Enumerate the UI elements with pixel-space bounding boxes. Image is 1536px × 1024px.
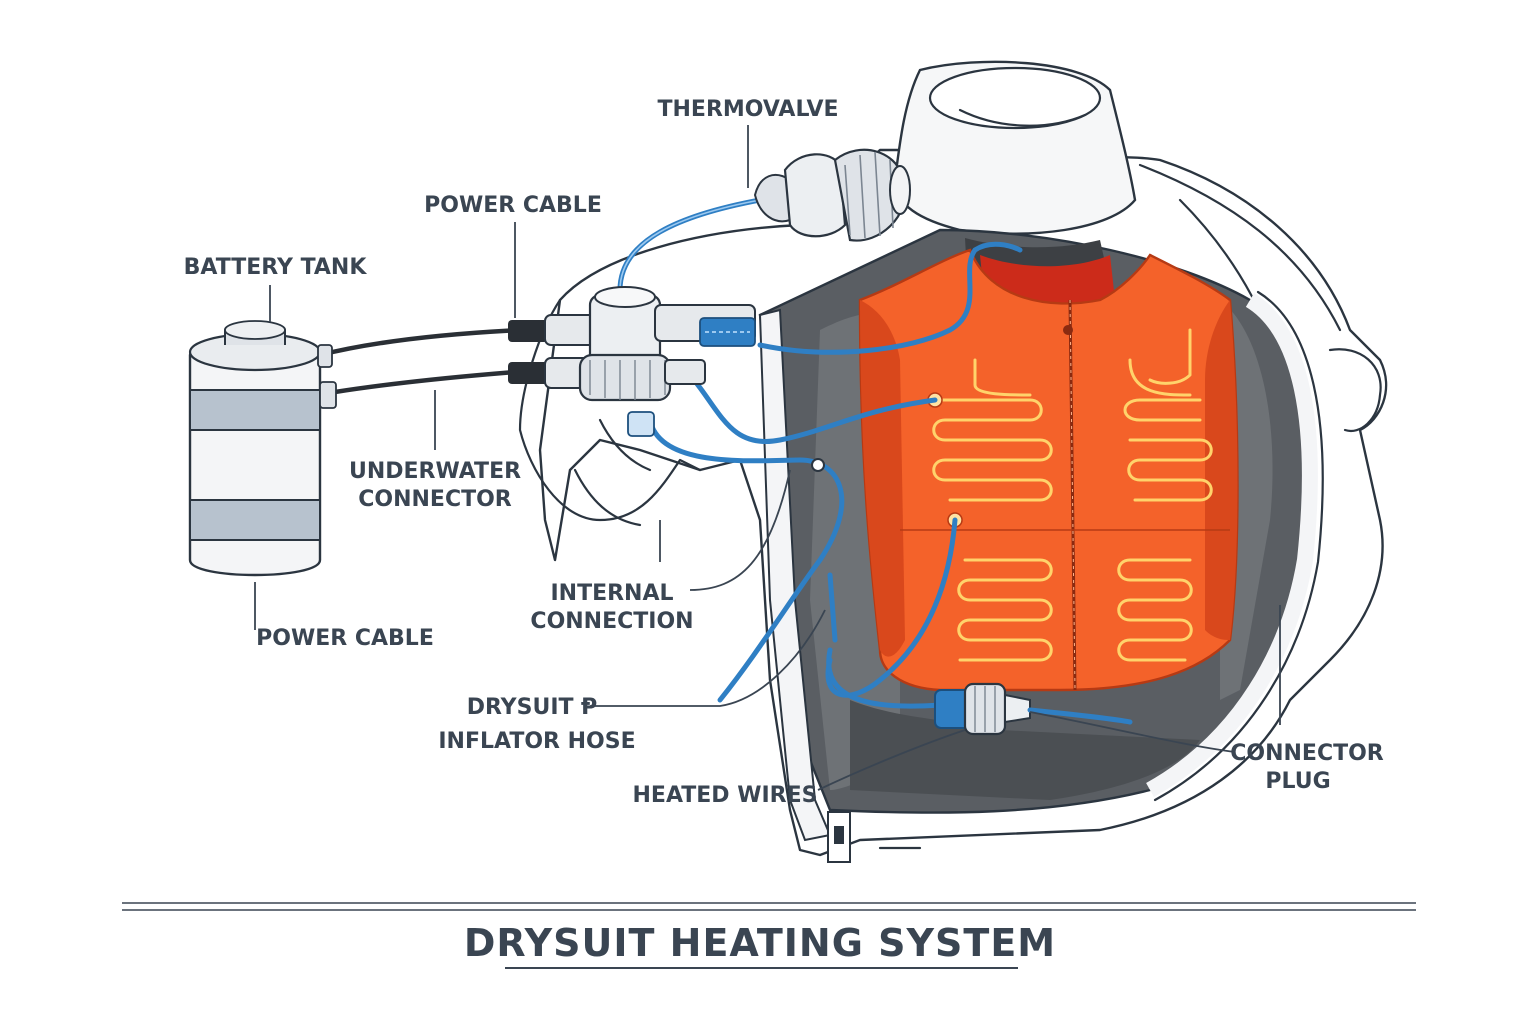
plug-black-2 xyxy=(508,362,548,384)
hub-bottom-plug xyxy=(627,411,655,437)
label-connector-plug-line2: PLUG xyxy=(1265,769,1330,794)
label-thermovalve: THERMOVALVE xyxy=(658,97,839,122)
label-drysuit-inflator-line1: DRYSUIT Ᵽ xyxy=(467,695,598,720)
power-cable-upper xyxy=(317,327,523,358)
thermovalve-body xyxy=(783,153,847,238)
leader-connector-plug xyxy=(1029,711,1236,753)
coil-lower-left xyxy=(957,558,1053,662)
drysuit-left-sleeve xyxy=(518,298,702,522)
label-drysuit-inflator-line2: INFLATOR HOSE xyxy=(438,729,635,754)
label-power-cable-bottom: POWER CABLE xyxy=(256,626,434,651)
shoulder-valve xyxy=(1328,348,1382,433)
label-underwater-connector-line2: CONNECTOR xyxy=(358,487,512,512)
heated-vest xyxy=(858,248,1239,692)
cable-to-inflator xyxy=(647,417,845,703)
vest-zipper-teeth xyxy=(1069,299,1076,691)
coil-lower-right xyxy=(1117,558,1193,662)
cable-to-vest-neck xyxy=(757,241,1023,355)
power-cable-lower xyxy=(332,369,518,395)
thermovalve-grip xyxy=(844,151,894,239)
label-heated-wires: HEATED WIRES xyxy=(633,783,818,808)
coil-top-right-2 xyxy=(1148,328,1192,385)
sleeve-fold-2 xyxy=(598,418,652,472)
hub-ring xyxy=(578,353,672,402)
underwater-connector xyxy=(508,286,756,437)
leader-drysuit-inflator xyxy=(590,609,826,707)
cables xyxy=(317,197,1023,709)
pocket-tab xyxy=(834,826,844,844)
battery-tank xyxy=(188,320,337,577)
cable-to-thermovalve-hi xyxy=(619,199,761,291)
leader-internal-connection xyxy=(689,469,791,591)
label-underwater-connector-line1: UNDERWATER xyxy=(349,459,521,484)
label-battery-tank: BATTERY TANK xyxy=(184,255,368,280)
battery-port-2 xyxy=(319,381,337,409)
cable-to-connector-plug xyxy=(826,647,943,709)
title-block: DRYSUIT HEATING SYSTEM xyxy=(122,902,1416,969)
vest-shade-left xyxy=(860,300,905,657)
connector-plug-tail xyxy=(1004,693,1031,724)
leader-heated-wires xyxy=(817,729,966,791)
label-internal-connection-line2: CONNECTION xyxy=(530,609,693,634)
hub-ring-grip xyxy=(589,360,666,400)
connector-plug xyxy=(934,682,1133,736)
leader-lines xyxy=(254,125,1281,791)
thermovalve xyxy=(753,148,911,242)
zipper-band-right xyxy=(1146,293,1318,797)
sleeve-fold xyxy=(573,468,642,527)
page-title: DRYSUIT HEATING SYSTEM xyxy=(464,921,1056,965)
suit-grommet xyxy=(811,458,825,472)
label-power-cable-top: POWER CABLE xyxy=(424,193,602,218)
connector-plug-grip xyxy=(974,686,996,732)
coil-upper-left xyxy=(932,398,1053,502)
vest-shade-right xyxy=(1205,300,1238,640)
coil-upper-right xyxy=(1123,398,1213,502)
label-internal-connection-line1: INTERNAL xyxy=(550,581,673,606)
connector-plug-wire xyxy=(1027,707,1133,725)
coil-top-left xyxy=(973,358,1032,397)
battery-cap-top xyxy=(224,320,286,340)
neck-opening xyxy=(928,66,1102,130)
battery-band-top xyxy=(189,389,321,431)
hub-arm-right-2 xyxy=(664,359,706,385)
inflator-hose xyxy=(827,572,838,643)
plug-black-1 xyxy=(508,320,548,342)
neck-rim xyxy=(958,108,1087,127)
cable-to-terminal-2 xyxy=(825,517,958,698)
thermovalve-nozzle xyxy=(753,174,791,223)
coil-top-right xyxy=(1128,358,1192,397)
battery-port-1 xyxy=(317,344,333,368)
cable-to-terminal-1 xyxy=(687,372,938,444)
label-connector-plug-line1: CONNECTOR xyxy=(1230,741,1384,766)
labels: THERMOVALVE POWER CABLE BATTERY TANK UND… xyxy=(184,97,1384,808)
battery-band-bottom xyxy=(189,499,321,541)
thermovalve-cap xyxy=(889,165,911,215)
vest-body xyxy=(858,248,1239,692)
zipper-pull xyxy=(1063,325,1073,335)
hub-top xyxy=(594,286,656,308)
drysuit-right-shoulder xyxy=(1138,163,1342,332)
zipper-band-right-edge xyxy=(1153,290,1324,802)
